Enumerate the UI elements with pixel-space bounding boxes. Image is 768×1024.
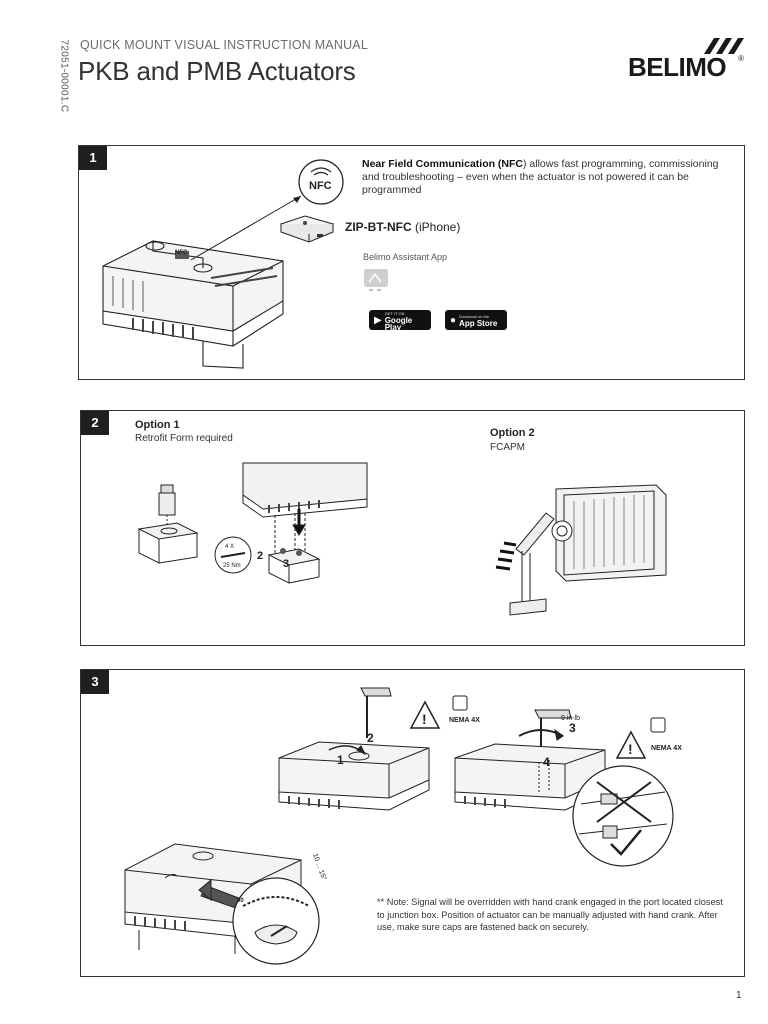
- document-subtitle: QUICK MOUNT VISUAL INSTRUCTION MANUAL: [80, 38, 368, 52]
- nfc-icon: NFC: [298, 159, 344, 205]
- google-play-big-text: Google Play: [384, 315, 413, 332]
- option-1-subtitle: Retrofit Form required: [135, 433, 233, 444]
- step-3-callout-2: 2: [367, 731, 374, 745]
- zip-bt-nfc-name: ZIP-BT-NFC: [345, 220, 412, 234]
- svg-text:!: !: [628, 741, 633, 757]
- assistant-app-label: Belimo Assistant App: [363, 252, 448, 262]
- step-3-callout-1: 1: [337, 753, 344, 767]
- app-store-small-text: Download on the: [459, 314, 490, 319]
- google-play-small-text: GET IT ON: [384, 310, 405, 316]
- shaft-coupling-illustration: [137, 484, 199, 564]
- play-triangle-icon: ▶: [374, 314, 382, 326]
- page-number: 1: [736, 990, 742, 1001]
- nema-label-right: NEMA 4X: [651, 745, 682, 752]
- nfc-description-text: ) allows fast programming, commissioning…: [362, 158, 719, 196]
- svg-text:!: !: [422, 711, 427, 727]
- belimo-logo: BELIMO ®: [628, 38, 748, 84]
- step-3-callout-4: 4: [543, 755, 550, 769]
- step-3-callout-3: 3: [569, 721, 576, 735]
- page-title: PKB and PMB Actuators: [78, 56, 356, 86]
- torque-value: 25 Nm: [223, 563, 241, 569]
- svg-text:NFC: NFC: [175, 250, 188, 256]
- option-2-subtitle: FCAPM: [490, 442, 525, 453]
- torque-quantity: 4 X: [225, 544, 234, 550]
- hand-crank-actuator-1: 1 2: [278, 687, 430, 811]
- option-1-callout-3: 3: [283, 558, 289, 570]
- option-1-title: Option 1: [135, 419, 180, 431]
- document-code-text: 72051-00001.C: [58, 39, 70, 113]
- nfc-description-bold: Near Field Communication (NFC: [362, 158, 524, 170]
- position-dial-magnifier: 90: [232, 877, 320, 965]
- logo-wordmark: BELIMO: [628, 52, 727, 82]
- app-store-button[interactable]: ● Download on the App Store: [445, 310, 507, 330]
- nema-warning-right: ! NEMA 4X: [615, 717, 682, 759]
- google-play-button[interactable]: ▶ GET IT ON Google Play: [369, 310, 431, 332]
- warning-triangle-icon: [425, 682, 426, 683]
- dial-label: 90: [237, 898, 244, 904]
- zip-bt-nfc-platform: (iPhone): [411, 220, 461, 234]
- nfc-description: Near Field Communication (NFC) allows fa…: [362, 158, 732, 197]
- assistant-app-icon: [364, 269, 388, 291]
- actuator-illustration: NFC: [102, 240, 284, 369]
- option-1-callout-2: 2: [257, 550, 263, 562]
- hand-crank-note: ** Note: Signal will be overridden with …: [377, 897, 723, 932]
- logo-stripes-icon: [704, 38, 744, 54]
- nfc-pointer-arrow: [190, 195, 302, 261]
- apple-icon: ●: [450, 314, 457, 326]
- logo-registered-mark: ®: [738, 54, 744, 63]
- step-3-panel: 3 ! NEMA 4X ! NEMA 4X 1 2: [80, 669, 745, 977]
- zip-bt-nfc-device: [279, 215, 335, 243]
- nema-warning-left: ! NEMA 4X: [409, 695, 480, 729]
- cap-detail-magnifier: [572, 765, 674, 867]
- nfc-icon-label: NFC: [309, 180, 332, 192]
- option-2-bracket-illustration: [495, 484, 667, 616]
- rotation-angle-label: 10 ... 15°: [311, 852, 328, 881]
- nema-label-left: NEMA 4X: [449, 717, 480, 724]
- step-3-torque: 9 in-lb: [561, 715, 580, 722]
- step-2-panel: 2 Option 1 Retrofit Form required Option…: [80, 410, 745, 646]
- option-1-mounting-illustration: 2 3: [242, 462, 368, 584]
- option-2-title: Option 2: [490, 427, 535, 439]
- step-2-number: 2: [81, 411, 109, 435]
- step-3-number: 3: [81, 670, 109, 694]
- document-code: 72051-00001.C: [52, 40, 70, 120]
- app-store-big-text: App Store: [459, 319, 498, 328]
- step-1-number: 1: [79, 146, 107, 170]
- zip-bt-nfc-label: ZIP-BT-NFC (iPhone): [345, 220, 460, 234]
- torque-wrench-icon: 4 X 25 Nm: [214, 536, 252, 574]
- step-1-panel: 1 NFC NFC: [78, 145, 745, 380]
